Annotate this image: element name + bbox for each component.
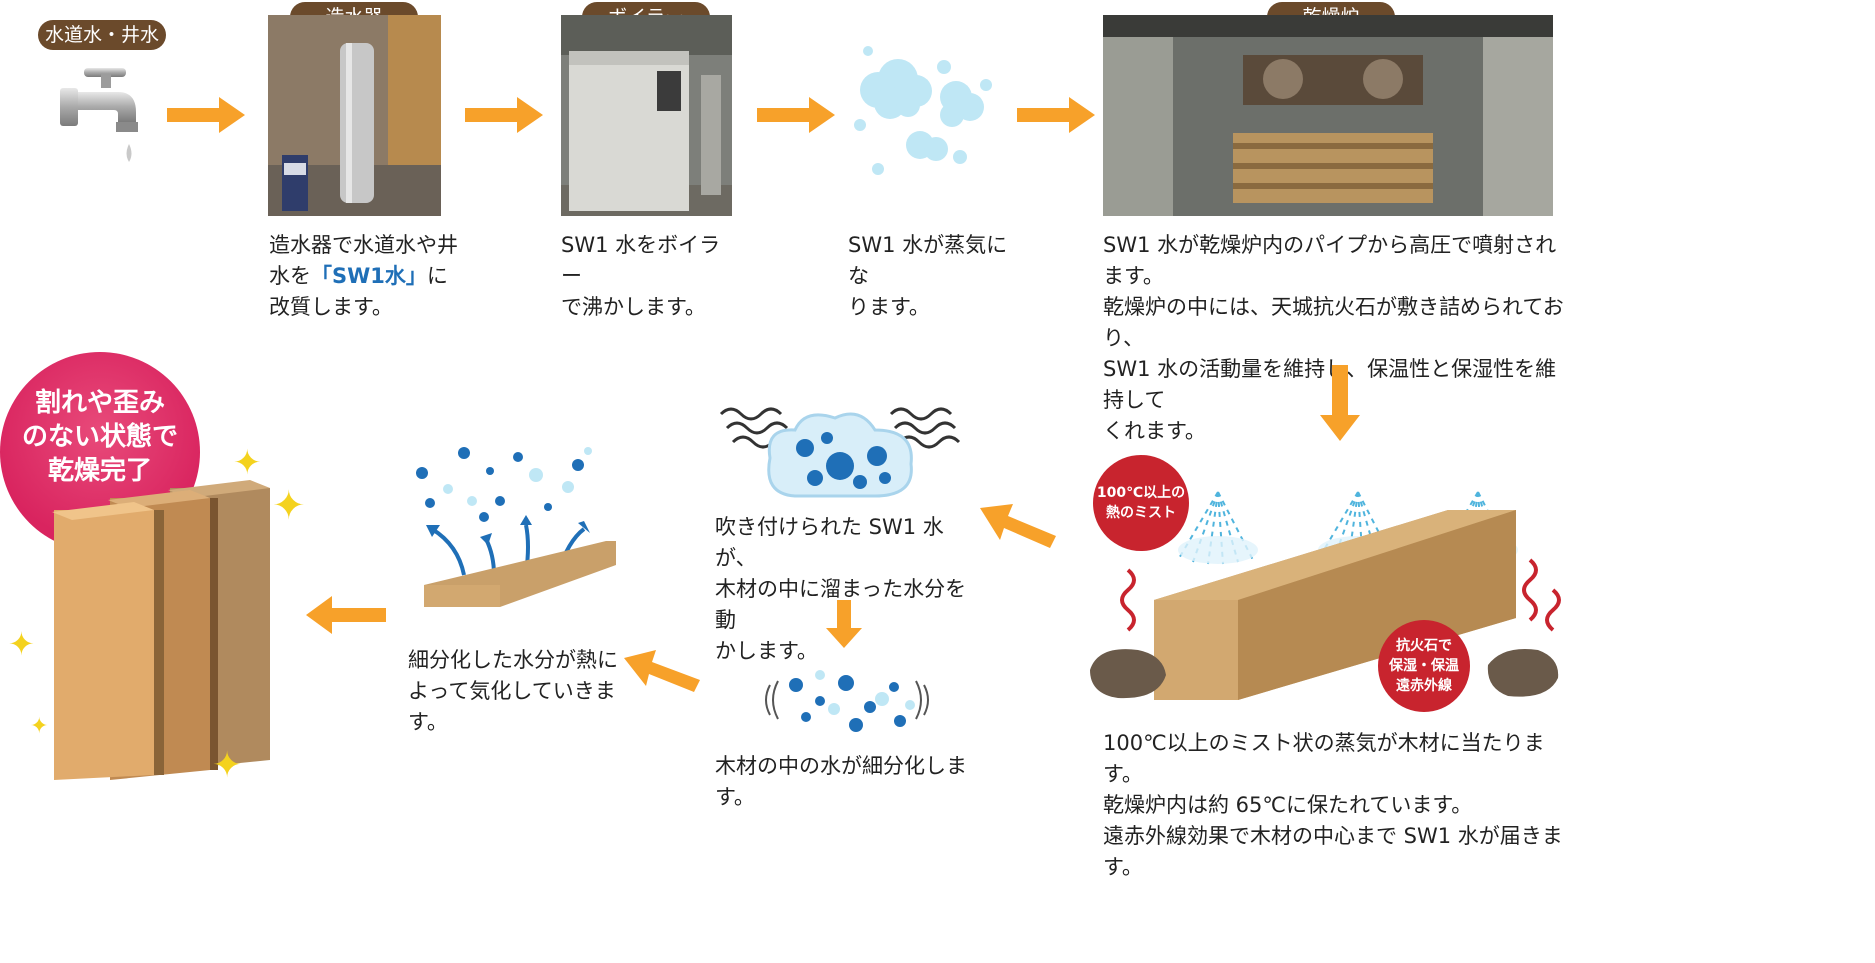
spray-cloud-illustration (715, 378, 965, 508)
water-generator-desc: 造水器で水道水や井 水を「SW1水」に 改質します。 (269, 233, 458, 319)
sparkle-icon: ✦ (272, 483, 306, 529)
sparkle-icon: ✦ (233, 443, 262, 483)
faucet-icon (50, 62, 150, 177)
mist-badge: 100℃以上の熱のミスト (1093, 455, 1189, 551)
sparkle-icon: ✦ (8, 625, 35, 663)
evaporation-illustration (408, 445, 623, 610)
evaporation-desc: 細分化した水分が熱によって気化していきます。 (408, 648, 618, 734)
boiler-desc: SW1 水をボイラーで沸かします。 (561, 233, 721, 319)
arrow-right-3 (757, 97, 835, 133)
arrow-left-3 (306, 596, 386, 634)
fragment-desc: 木材の中の水が細分化します。 (715, 754, 967, 809)
label-tap-water: 水道水・井水 (38, 20, 166, 50)
arrow-right-2 (465, 97, 543, 133)
stone-badge: 抗火石で保湿・保温遠赤外線 (1378, 620, 1470, 712)
sparkle-icon: ✦ (30, 714, 49, 739)
arrow-left-2 (624, 650, 700, 692)
steam-desc: SW1 水が蒸気になります。 (848, 233, 1008, 319)
arrow-left-1 (980, 504, 1056, 548)
boiler-photo (561, 15, 732, 216)
arrow-right-4 (1017, 97, 1095, 133)
mist-desc: 100℃以上のミスト状の蒸気が木材に当たります。乾燥炉内は約 65℃に保たれてい… (1103, 731, 1563, 879)
water-fragment-illustration (760, 655, 940, 745)
spray-desc: 吹き付けられた SW1 水が、木材の中に溜まった水分を動かします。 (715, 515, 967, 663)
kiln-desc: SW1 水が乾燥炉内のパイプから高圧で噴射されます。乾燥炉の中には、天城抗火石が… (1103, 233, 1564, 443)
arrow-down-1 (1320, 365, 1360, 441)
mist-illustration (1078, 450, 1570, 722)
arrow-down-2 (826, 600, 862, 648)
steam-cloud-icon (848, 45, 998, 185)
sparkle-icon: ✦ (212, 745, 243, 786)
arrow-right-1 (167, 97, 245, 133)
water-generator-photo (268, 15, 441, 216)
kiln-photo (1103, 15, 1553, 216)
dried-planks-illustration (40, 470, 300, 785)
